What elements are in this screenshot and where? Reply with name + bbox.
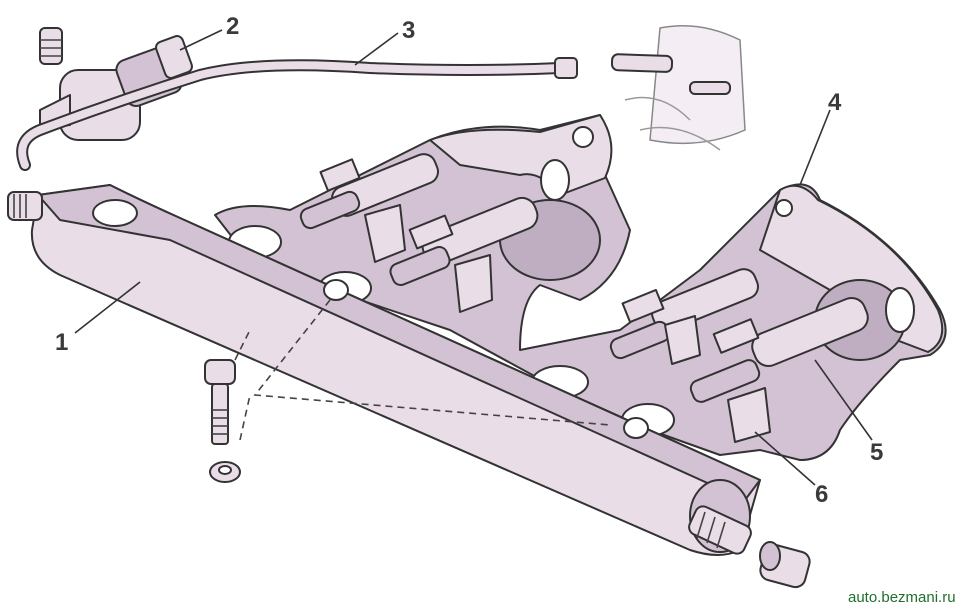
injector-4 (689, 296, 869, 403)
injector-clips (364, 204, 771, 443)
fuel-rail-inlet-fitting (7, 191, 43, 221)
callout-numbers: 1 2 3 4 5 6 (55, 13, 883, 508)
injector-1 (299, 153, 439, 230)
callout-6: 6 (815, 481, 828, 508)
callout-4: 4 (828, 89, 842, 116)
engine-detail-background (610, 24, 746, 151)
leader-lines (74, 29, 873, 486)
vacuum-hose (16, 57, 578, 171)
callout-3: 3 (402, 17, 415, 44)
intake-manifold (214, 114, 947, 461)
fuel-rail-outlet-fitting (688, 505, 752, 555)
mounting-bolt (204, 359, 236, 445)
injector-2 (389, 196, 539, 287)
assembly-dashed-lines (234, 299, 611, 441)
watermark-text: auto.bezmani.ru (848, 589, 956, 606)
callout-5: 5 (870, 439, 883, 466)
callout-1: 1 (55, 329, 68, 356)
injector-3 (609, 268, 759, 360)
callout-2: 2 (226, 13, 239, 40)
washer (209, 461, 241, 483)
fuel-injectors (299, 153, 869, 403)
fuel-rail (7, 184, 761, 556)
protective-cap (759, 541, 811, 589)
